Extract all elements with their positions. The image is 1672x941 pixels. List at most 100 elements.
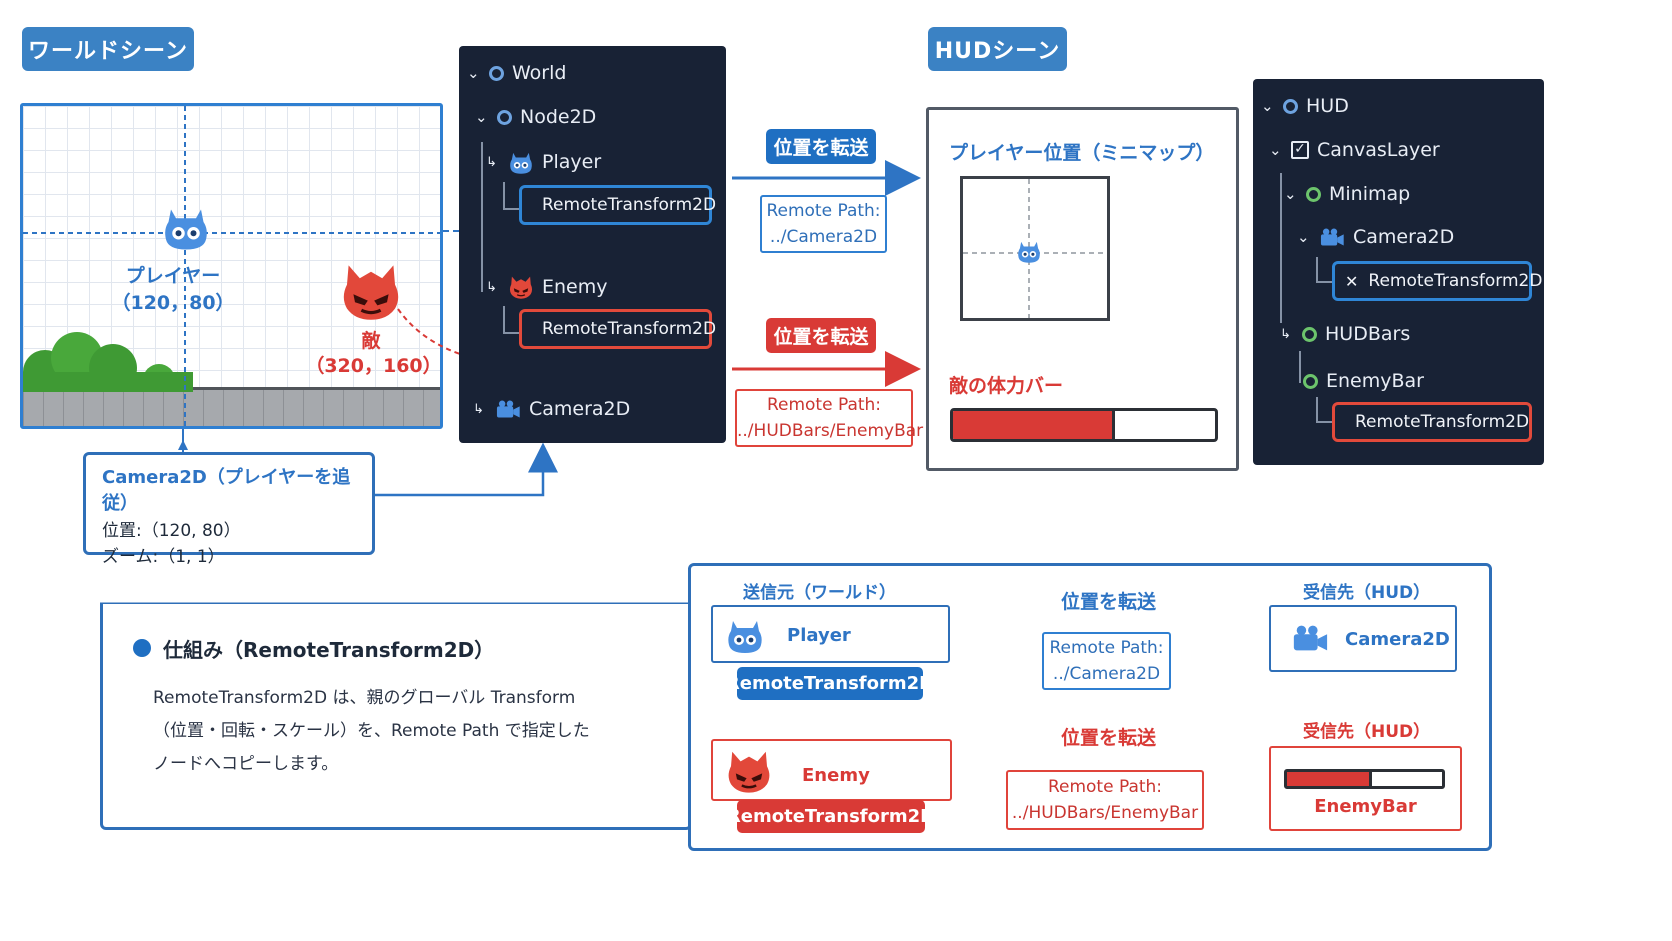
hud-preview: プレイヤー位置（ミニマップ） 敵の体力バー: [926, 107, 1239, 471]
remote-path-value: ../HUDBars/EnemyBar: [1011, 803, 1199, 823]
tree-node-enemybar-rt-label: RemoteTransform2D: [1355, 412, 1530, 432]
mechanism-panel: 仕組み（RemoteTransform2D） RemoteTransform2D…: [100, 604, 692, 830]
camera-crosshair: [23, 106, 440, 426]
tree-node-camera2d[interactable]: ↳Camera2D: [473, 398, 631, 420]
node-ring-icon: [489, 65, 504, 81]
tree-guide-line: [503, 182, 505, 210]
target-camera-label: Camera2D: [1345, 629, 1450, 650]
hud-scene-tag: HUDシーン: [928, 27, 1067, 71]
source-heading: 送信元（ワールド）: [743, 583, 896, 603]
tree-node-canvaslayer-label: CanvasLayer: [1317, 139, 1440, 161]
tree-node-player[interactable]: ↳Player: [486, 151, 602, 173]
tree-node-camera-remotetransform[interactable]: ✕RemoteTransform2D: [1332, 261, 1542, 301]
node-ring-icon: [1303, 373, 1318, 389]
enemy-label: 敵: [361, 330, 381, 352]
remote-path-label: Remote Path:: [1049, 638, 1164, 658]
tree-guide-line: [503, 332, 519, 334]
source-enemy-rt-badge: RemoteTransform2D: [727, 800, 935, 833]
source-player-card[interactable]: Player: [711, 605, 950, 663]
mechanism-line: RemoteTransform2D は、親のグローバル Transform: [153, 688, 576, 708]
tree-guide-line: [1316, 281, 1332, 283]
transfer-label-red: 位置を転送: [766, 318, 876, 353]
mini-health-bar: [1284, 769, 1445, 789]
flow-panel: 送信元（ワールド） Player RemoteTransform2D 位置を転送…: [688, 563, 1492, 851]
player-sprite-icon[interactable]: [161, 202, 211, 252]
flow-remote-path-camera: Remote Path: ../Camera2D: [1042, 632, 1171, 690]
world-scene-tag: ワールドシーン: [22, 27, 194, 71]
node-ring-icon: [497, 109, 512, 125]
tree-node-node2d-label: Node2D: [520, 106, 597, 128]
tree-node-minimap[interactable]: ⌄Minimap: [1284, 183, 1411, 205]
tree-node-player-label: Player: [542, 151, 602, 173]
tree-node-world-label: World: [512, 62, 567, 84]
remote-path-enemybar: Remote Path: ../HUDBars/EnemyBar: [735, 389, 924, 447]
camera-node-icon: [1319, 227, 1345, 247]
target-camera-card[interactable]: Camera2D: [1269, 605, 1457, 672]
camera-callout-title: Camera2D（プレイヤーを追従）: [102, 467, 351, 514]
remote-path-value: ../Camera2D: [769, 227, 878, 247]
tree-node-enemy[interactable]: ↳Enemy: [486, 274, 608, 300]
camera-callout: Camera2D（プレイヤーを追従） 位置:（120, 80） ズーム:（1, …: [83, 452, 375, 567]
source-player-rt-badge: RemoteTransform2D: [726, 667, 934, 700]
tree-node-enemy-label: Enemy: [542, 276, 608, 298]
tree-node-canvaslayer[interactable]: ⌄✓CanvasLayer: [1269, 139, 1440, 161]
node-ring-icon: [1306, 186, 1321, 202]
remote-path-camera: Remote Path: ../Camera2D: [760, 195, 887, 253]
mechanism-line: ノードへコピーします。: [153, 754, 339, 774]
tree-guide-line: [481, 142, 483, 292]
tree-node-enemy-remotetransform[interactable]: RemoteTransform2D: [519, 309, 716, 349]
tree-node-camera-rt-label: RemoteTransform2D: [1368, 271, 1543, 291]
player-coords: （120，80）: [111, 292, 235, 314]
flow-transfer-red: 位置を転送: [1061, 727, 1157, 749]
node-ring-icon: [1302, 326, 1317, 342]
tree-node-camera2d-label: Camera2D: [529, 398, 631, 420]
target-enemybar-card[interactable]: EnemyBar: [1269, 746, 1462, 831]
tree-node-node2d[interactable]: ⌄Node2D: [475, 106, 597, 128]
health-bar-title: 敵の体力バー: [949, 375, 1064, 397]
tree-node-hud-camera2d-label: Camera2D: [1353, 226, 1455, 248]
tree-node-hudbars-label: HUDBars: [1325, 323, 1411, 345]
minimap-frame: [960, 176, 1110, 321]
hud-scene-tree: ⌄HUD ⌄✓CanvasLayer ⌄Minimap ⌄Camera2D ✕R…: [1253, 79, 1544, 465]
source-enemy-label: Enemy: [802, 765, 870, 786]
world-viewport: プレイヤー （120，80） 敵 （320，160）: [20, 103, 443, 429]
enemy-node-icon: [508, 274, 534, 300]
camera-node-icon: [495, 399, 521, 419]
tree-node-hud[interactable]: ⌄HUD: [1261, 95, 1349, 117]
remote-path-value: ../HUDBars/EnemyBar: [737, 421, 924, 441]
remote-path-label: Remote Path:: [1047, 777, 1163, 797]
canvaslayer-icon: ✓: [1291, 141, 1309, 159]
tree-node-player-remotetransform[interactable]: RemoteTransform2D: [519, 185, 716, 225]
enemy-health-bar: [950, 408, 1218, 442]
enemy-icon: [725, 747, 773, 795]
enemy-sprite-icon[interactable]: [339, 259, 403, 323]
enemy-health-fill: [953, 411, 1116, 439]
world-scene-tree: ⌄World ⌄Node2D ↳Player RemoteTransform2D…: [459, 46, 726, 443]
source-enemy-card[interactable]: Enemy: [711, 739, 952, 801]
bullet-icon: [133, 639, 151, 657]
camera-icon: [1291, 623, 1329, 653]
player-icon: [725, 615, 765, 655]
tree-node-world[interactable]: ⌄World: [467, 62, 567, 84]
tree-node-enemybar-label: EnemyBar: [1326, 370, 1424, 392]
tree-node-hud-label: HUD: [1306, 95, 1349, 117]
target-enemybar-label: EnemyBar: [1314, 796, 1417, 817]
flow-transfer-blue: 位置を転送: [1061, 591, 1157, 613]
tree-node-hudbars[interactable]: ↳HUDBars: [1280, 323, 1411, 345]
ground: [23, 387, 440, 426]
tree-node-hud-camera2d[interactable]: ⌄Camera2D: [1297, 226, 1455, 248]
mechanism-description: RemoteTransform2D は、親のグローバル Transform （位…: [153, 682, 590, 781]
tree-guide-line: [1316, 257, 1318, 283]
camera-callout-zoom: ズーム:（1, 1）: [102, 547, 225, 567]
tree-node-enemybar[interactable]: EnemyBar: [1303, 370, 1424, 392]
flow-remote-path-enemybar: Remote Path: ../HUDBars/EnemyBar: [1006, 770, 1204, 830]
remote-path-label: Remote Path:: [766, 201, 881, 221]
node-ring-icon: [1283, 98, 1298, 114]
transfer-label-blue: 位置を転送: [766, 129, 876, 164]
enemy-coords: （320，160）: [305, 355, 442, 377]
tree-node-enemybar-remotetransform[interactable]: RemoteTransform2D: [1332, 402, 1532, 442]
tree-guide-line: [1280, 173, 1282, 323]
minimap-player-icon: [1016, 238, 1042, 264]
remote-path-label: Remote Path:: [766, 395, 882, 415]
tree-guide-line: [1316, 421, 1332, 423]
